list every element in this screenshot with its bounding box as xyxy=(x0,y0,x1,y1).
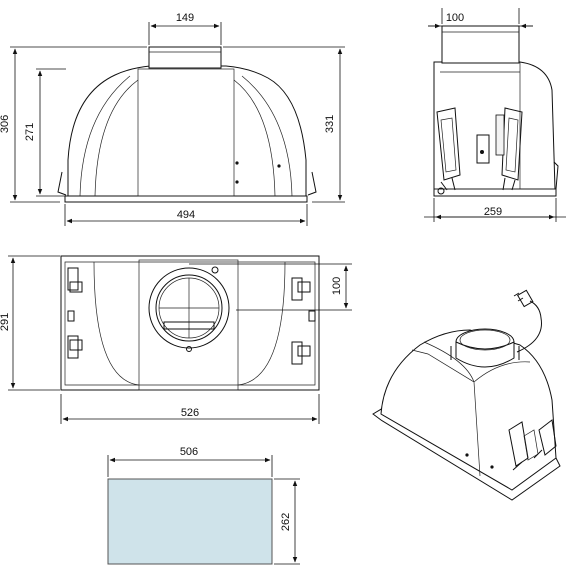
front-total-height-label: 306 xyxy=(0,115,11,133)
front-base-width-label: 494 xyxy=(177,209,195,221)
cutout-view: 506 262 xyxy=(107,446,300,565)
top-depth-label: 291 xyxy=(0,313,11,331)
top-view xyxy=(60,255,320,391)
front-view xyxy=(57,46,317,203)
top-width-label: 526 xyxy=(181,407,199,419)
cutout-rectangle xyxy=(107,478,273,565)
cutout-height-label: 262 xyxy=(280,513,292,531)
top-dimensions: 100 291 526 xyxy=(0,255,352,424)
cutout-width-label: 506 xyxy=(180,446,198,458)
front-collar-width-label: 149 xyxy=(176,12,194,24)
side-view xyxy=(433,25,559,197)
front-right-height-label: 331 xyxy=(324,115,336,133)
front-dimensions: 149 271 306 331 494 xyxy=(0,12,345,226)
side-depth-label: 259 xyxy=(484,206,502,218)
isometric-view xyxy=(372,289,561,501)
front-inner-height-label: 271 xyxy=(24,123,36,141)
side-collar-width-label: 100 xyxy=(446,12,464,24)
top-offset-label: 100 xyxy=(331,277,343,295)
side-dimensions: 100 259 xyxy=(424,8,566,222)
